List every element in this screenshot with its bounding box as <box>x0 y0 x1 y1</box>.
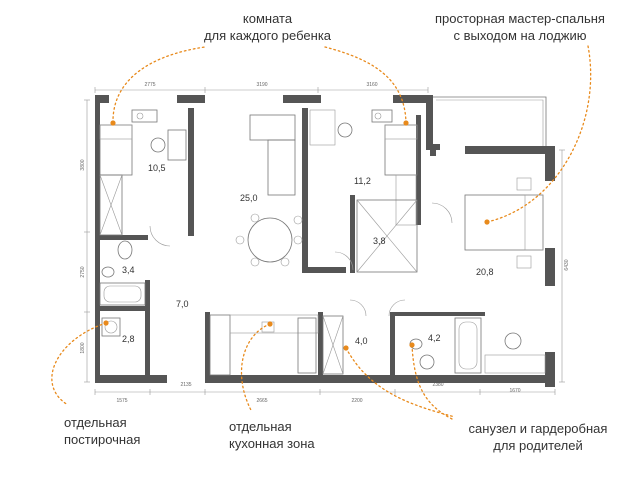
dim-bottom-2: 2135 <box>180 382 191 388</box>
dim-bottom-5: 2380 <box>432 382 443 388</box>
callout-master-bedroom-line2: с выходом на лоджию <box>453 28 587 43</box>
marker-kids-room-2 <box>403 120 409 126</box>
leader-wardrobe-2 <box>345 347 456 418</box>
callout-laundry: отдельная постирочная <box>64 414 140 448</box>
callout-laundry-line1: отдельная <box>64 415 127 430</box>
room-area-kids-1: 10,5 <box>148 163 166 173</box>
dimension-lines <box>84 87 565 395</box>
leader-laundry <box>51 322 107 406</box>
callout-kids-room: комната для каждого ребенка <box>180 10 355 44</box>
room-area-wardrobe-1: 3,8 <box>373 236 386 246</box>
room-area-laundry: 2,8 <box>122 334 135 344</box>
callout-master-bedroom-line1: просторная мастер-спальня <box>435 11 605 26</box>
furniture <box>99 109 546 376</box>
walls <box>95 95 555 387</box>
dim-bottom-1: 1575 <box>116 398 127 404</box>
room-area-parents-bath: 4,2 <box>428 333 441 343</box>
dim-bottom-4: 2200 <box>351 398 362 404</box>
dim-top-1: 2775 <box>144 82 155 88</box>
loggia <box>432 96 547 146</box>
leader-lines <box>51 45 592 420</box>
callout-parents-bath-line1: санузел и гардеробная <box>468 421 608 436</box>
callout-kids-room-line1: комната <box>242 11 293 26</box>
marker-kitchen <box>267 321 273 327</box>
room-area-master: 20,8 <box>476 267 494 277</box>
marker-laundry <box>103 320 109 326</box>
dim-left-3: 1800 <box>80 342 86 353</box>
room-areas: 10,5 25,0 11,2 3,8 20,8 3,4 7,0 2,8 4,0 … <box>122 163 494 346</box>
room-area-wardrobe-2: 4,0 <box>355 336 368 346</box>
dim-bottom-6: 1670 <box>509 388 520 394</box>
leader-kids-room-2 <box>324 46 407 124</box>
marker-kids-room-1 <box>110 120 116 126</box>
callout-parents-bath: санузел и гардеробная для родителей <box>448 420 628 454</box>
room-area-bath-1: 3,4 <box>122 265 135 275</box>
callout-kids-room-line2: для каждого ребенка <box>203 28 332 43</box>
marker-wardrobe-2 <box>343 345 349 351</box>
dim-bottom-3: 2665 <box>256 398 267 404</box>
callout-parents-bath-line2: для родителей <box>493 438 583 453</box>
marker-parents-bath <box>409 342 415 348</box>
dimension-labels: 2775 3190 3160 3800 2750 1800 1575 2135 … <box>80 82 570 404</box>
callout-laundry-line2: постирочная <box>64 432 141 447</box>
leader-kids-room <box>112 46 206 124</box>
callout-kitchen: отдельная кухонная зона <box>229 418 315 452</box>
leader-master-bedroom <box>486 45 592 223</box>
leader-parents-bath <box>411 344 453 420</box>
callout-kitchen-line1: отдельная <box>229 419 292 434</box>
dim-left-2: 2750 <box>80 266 86 277</box>
markers <box>103 120 490 351</box>
callout-master-bedroom: просторная мастер-спальня с выходом на л… <box>425 10 615 44</box>
marker-master-bedroom <box>484 219 490 225</box>
dim-top-3: 3160 <box>366 82 377 88</box>
room-area-kids-2: 11,2 <box>354 176 371 186</box>
dim-right-1: 6430 <box>564 259 570 270</box>
dim-left-1: 3800 <box>80 159 86 170</box>
leader-kitchen <box>240 323 271 413</box>
dim-top-2: 3190 <box>256 82 267 88</box>
room-area-living: 25,0 <box>240 193 258 203</box>
room-area-hallway: 7,0 <box>176 299 189 309</box>
callout-kitchen-line2: кухонная зона <box>229 436 315 451</box>
